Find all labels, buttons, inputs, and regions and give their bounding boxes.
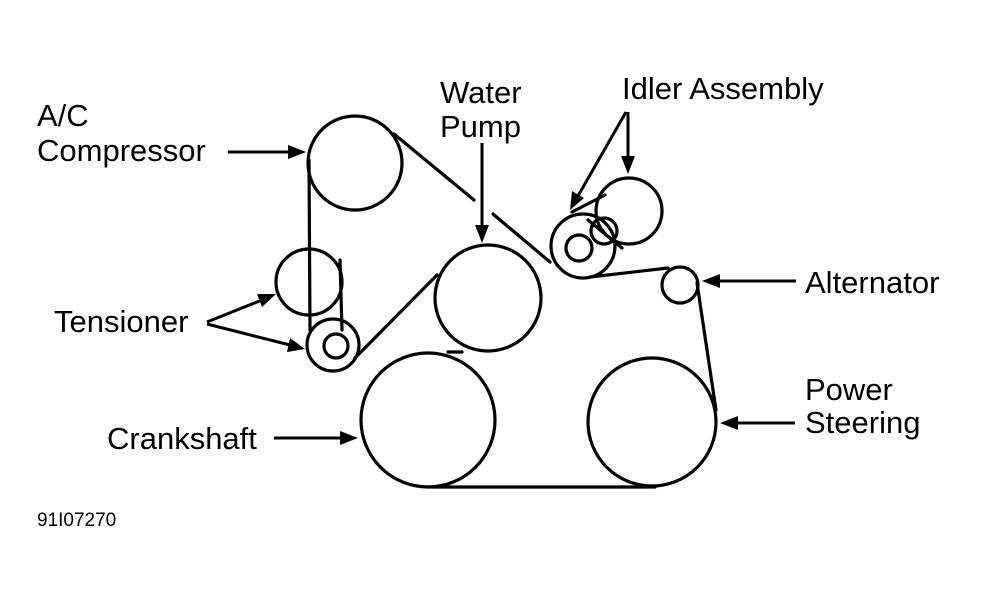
power-steering-label-line2: Steering [805, 405, 920, 440]
alternator-arrowhead [702, 274, 720, 288]
water-pump-arrowhead [475, 225, 489, 243]
leader-arrows [206, 111, 796, 445]
tensioner-lower-pulley [305, 317, 361, 373]
figure-code: 91I07270 [37, 510, 116, 531]
ac-compressor-label-line1: A/C [37, 98, 89, 133]
tensioner-label: Tensioner [54, 304, 188, 339]
labels: A/C Compressor Water Pump Idler Assembly… [37, 71, 939, 531]
pulleys [274, 114, 718, 489]
idler-arrowhead-right [621, 156, 635, 174]
ac-compressor-pulley [306, 114, 404, 212]
idler-arrow-left [576, 111, 628, 197]
tensioner-arrow-lower [206, 322, 291, 347]
idler-right-pulley [594, 176, 664, 246]
belt-ac-to-waterpump-upper [392, 132, 552, 264]
water-pump-pulley [433, 243, 543, 353]
tensioner-arrowhead-upper [257, 294, 276, 307]
crankshaft-arrowhead [340, 431, 358, 445]
idler-assembly-label: Idler Assembly [622, 71, 824, 106]
water-pump-label-line1: Water [440, 75, 522, 110]
tensioner-upper-pulley [274, 247, 344, 317]
drive-belt [307, 132, 718, 489]
tensioner-arrowhead-lower [287, 338, 305, 352]
tensioner-arrow-upper [206, 298, 263, 324]
ac-compressor-arrowhead [288, 145, 306, 159]
belt-idler-to-alternator [588, 266, 670, 279]
idler-left-hub [564, 233, 594, 263]
crankshaft-pulley [359, 351, 497, 489]
alternator-pulley [660, 265, 700, 305]
belt-alternator-to-power-steering [695, 281, 718, 412]
idler-right-hub [589, 216, 619, 246]
tensioner-hub [322, 332, 350, 360]
power-steering-arrowhead [720, 416, 738, 430]
idler-arrowhead-left [570, 191, 584, 210]
ac-compressor-label-line2: Compressor [37, 133, 206, 168]
power-steering-label-line1: Power [805, 372, 893, 407]
power-steering-pulley [586, 356, 718, 488]
alternator-label: Alternator [805, 265, 939, 300]
belt-tensioner-to-waterpump [353, 273, 439, 360]
belt-ac-left-side [307, 158, 312, 332]
crankshaft-label: Crankshaft [107, 421, 257, 456]
water-pump-label-line2: Pump [440, 109, 521, 144]
idler-left-pulley [549, 212, 617, 280]
